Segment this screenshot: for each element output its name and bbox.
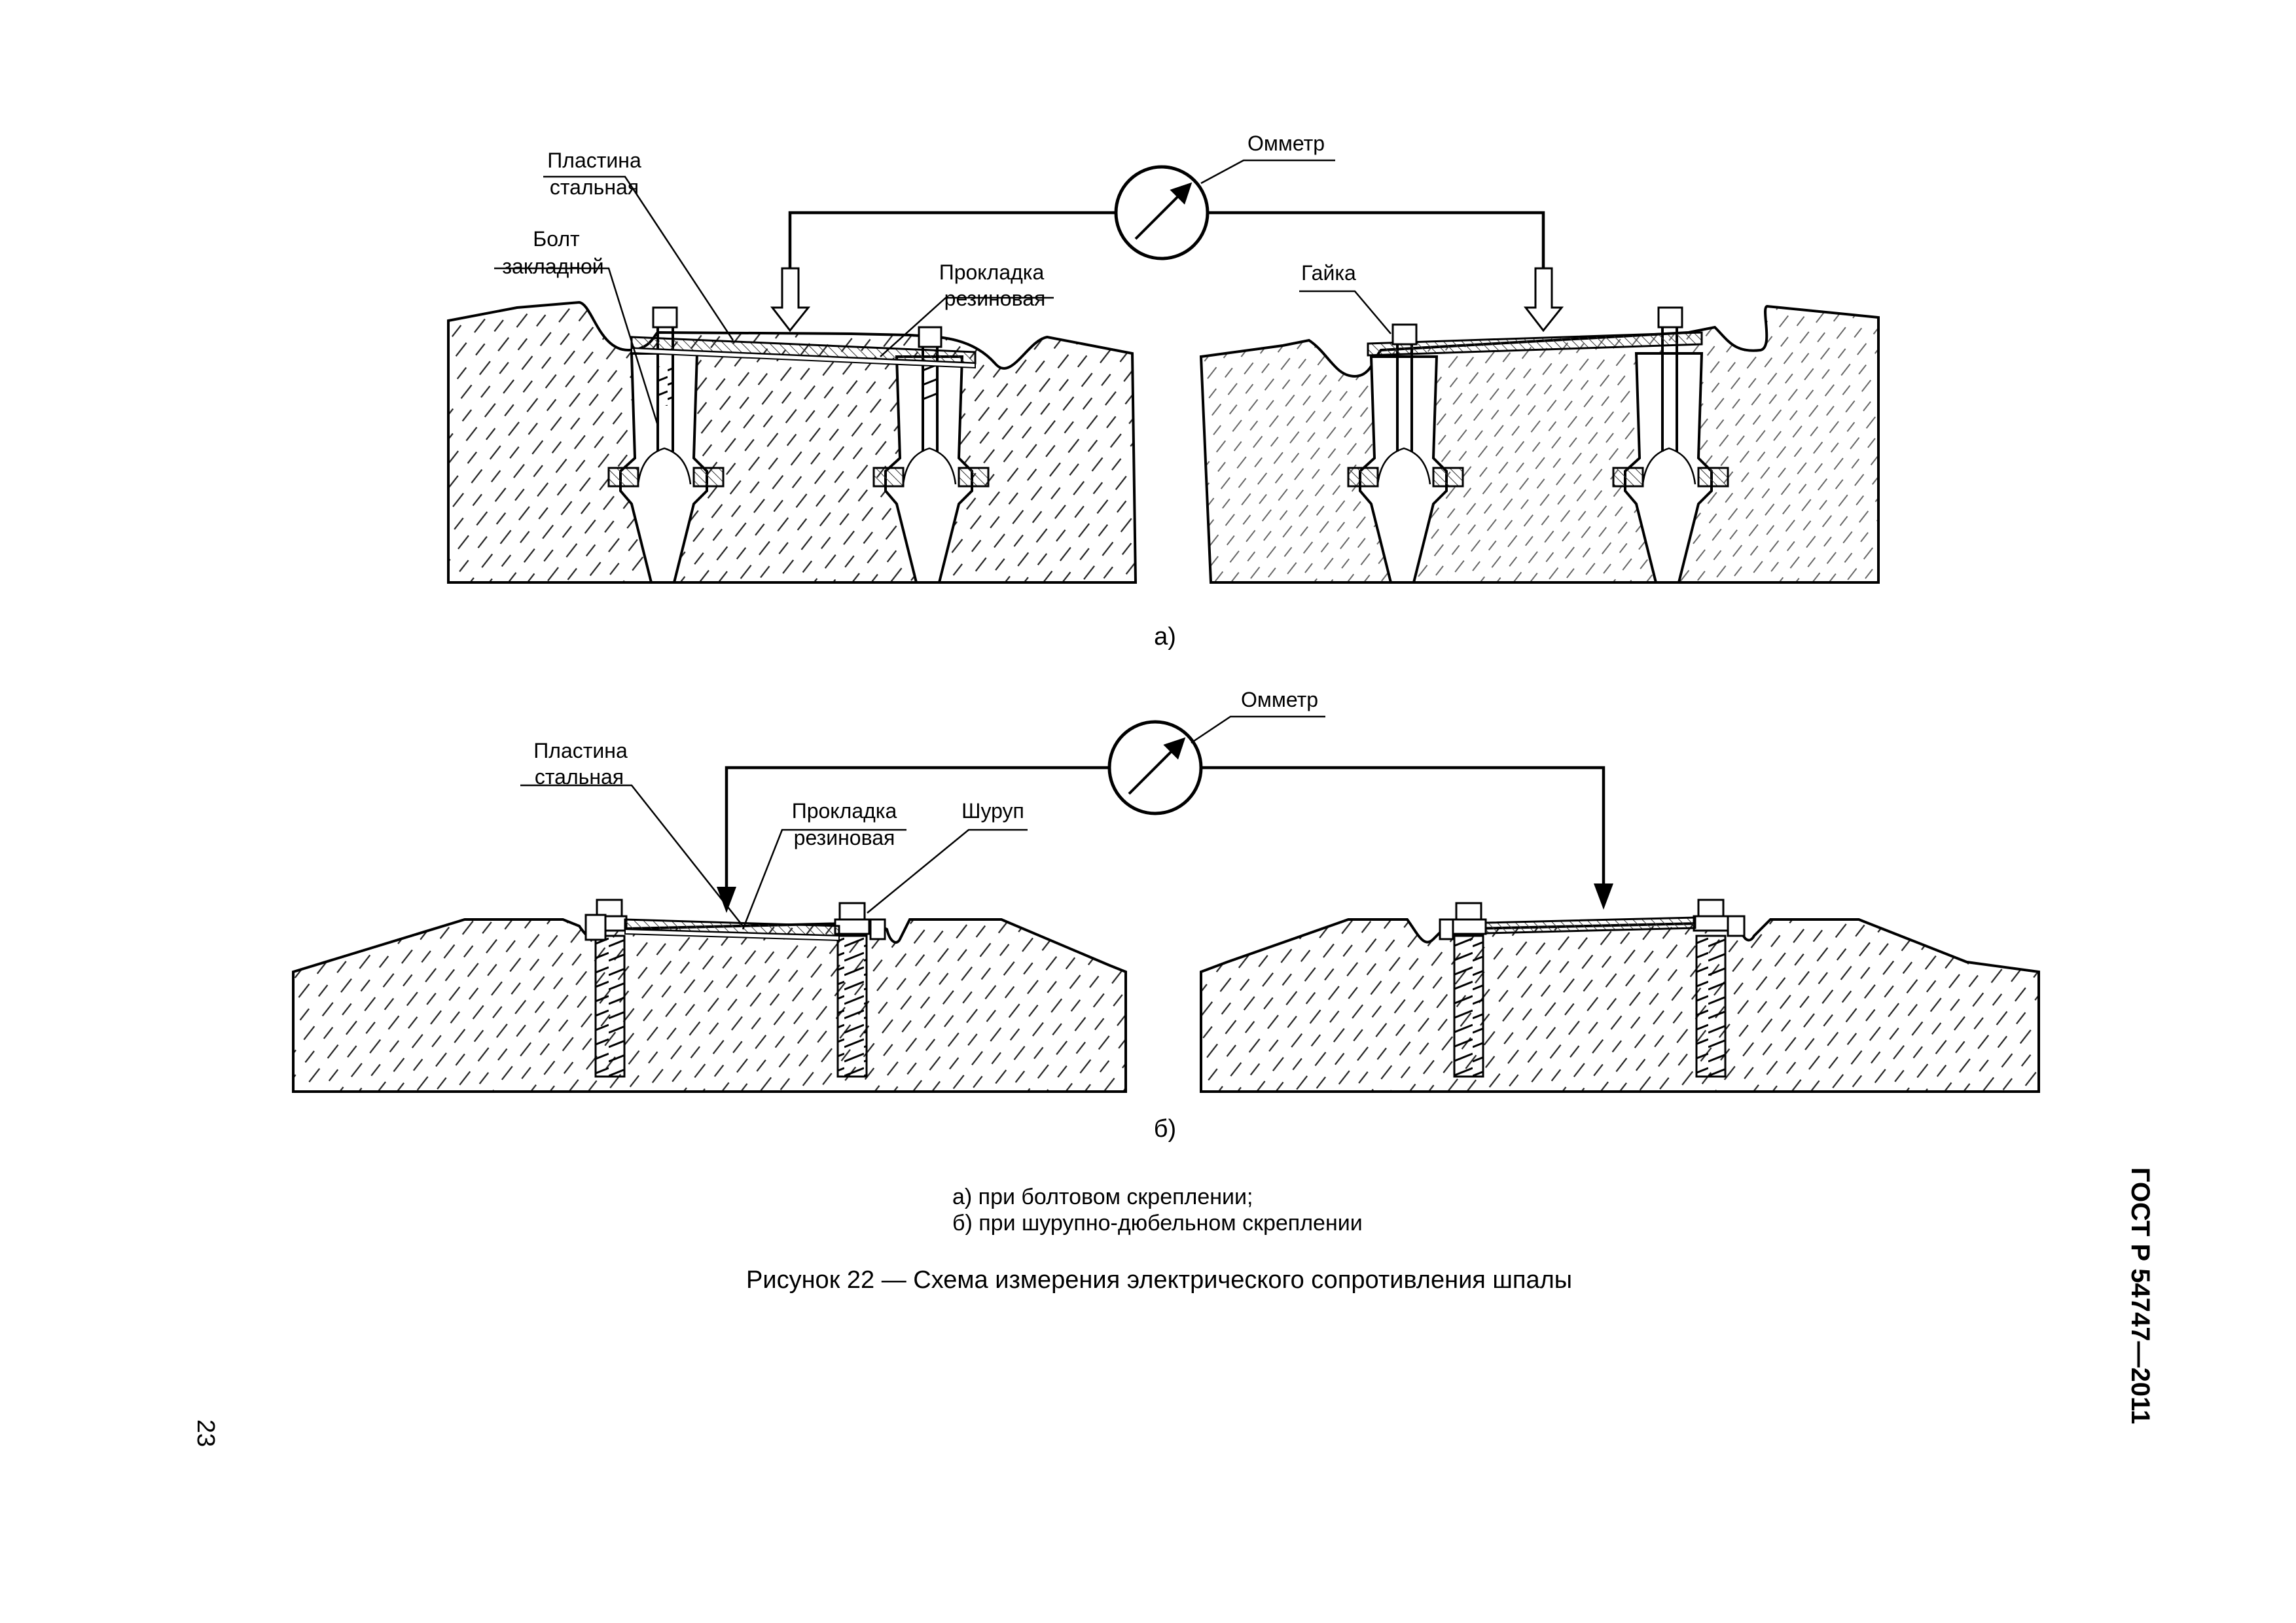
label-nut: Гайка <box>1301 261 1356 285</box>
label-screw: Шуруп <box>961 799 1024 823</box>
sleeper-b-left <box>292 918 1127 1093</box>
ohmmeter-circuit-b <box>717 720 1613 913</box>
label-bolt-1: Болт <box>533 227 580 251</box>
plate-a-right <box>1367 306 1703 357</box>
sublabel-b: б) <box>1154 1115 1176 1143</box>
label-ohmmeter-b: Омметр <box>1241 688 1318 711</box>
plate-b-left <box>584 914 886 942</box>
ohmmeter-circuit-a <box>770 165 1564 332</box>
legend-line-a: а) при болтовом скреплении; <box>952 1185 1253 1209</box>
plate-b-right <box>1439 915 1746 940</box>
label-ohmmeter-a: Омметр <box>1247 132 1325 155</box>
plate-a-left <box>630 306 977 369</box>
standard-designation: ГОСТ Р 54747—2011 <box>2126 1168 2155 1425</box>
sleeper-a-right <box>1199 304 1880 584</box>
label-plate-a-1: Пластина <box>547 149 641 172</box>
label-plate-a-2: стальная <box>550 175 639 199</box>
screw-b4 <box>1693 899 1729 1078</box>
label-pad-a-2: резиновая <box>944 287 1046 310</box>
anchor-a2 <box>872 327 990 584</box>
label-pad-b-2: резиновая <box>794 826 895 849</box>
anchor-a3 <box>1347 324 1464 584</box>
anchor-a4 <box>1612 308 1729 584</box>
label-plate-b-1: Пластина <box>533 739 628 762</box>
legend-line-b: б) при шурупно-дюбельном скреплении <box>952 1211 1363 1236</box>
label-bolt-2: закладной <box>502 255 603 278</box>
sublabel-a: а) <box>1154 623 1176 651</box>
sleeper-b-right <box>1200 918 2040 1093</box>
figure-caption: Рисунок 22 — Схема измерения электрическ… <box>746 1266 1572 1294</box>
anchor-a1 <box>607 308 725 584</box>
figure-a: Пластина стальная Болт закладной Проклад… <box>447 132 1880 651</box>
label-pad-a-1: Прокладка <box>939 260 1045 284</box>
label-plate-b-2: стальная <box>535 765 624 789</box>
label-pad-b-1: Прокладка <box>792 799 897 823</box>
sleeper-a-left <box>447 300 1138 584</box>
screw-b3 <box>1450 902 1487 1078</box>
figure-b: Пластина стальная Прокладка резиновая Шу… <box>292 688 2040 1143</box>
page-number: 23 <box>192 1419 219 1447</box>
screw-b2 <box>834 902 870 1078</box>
